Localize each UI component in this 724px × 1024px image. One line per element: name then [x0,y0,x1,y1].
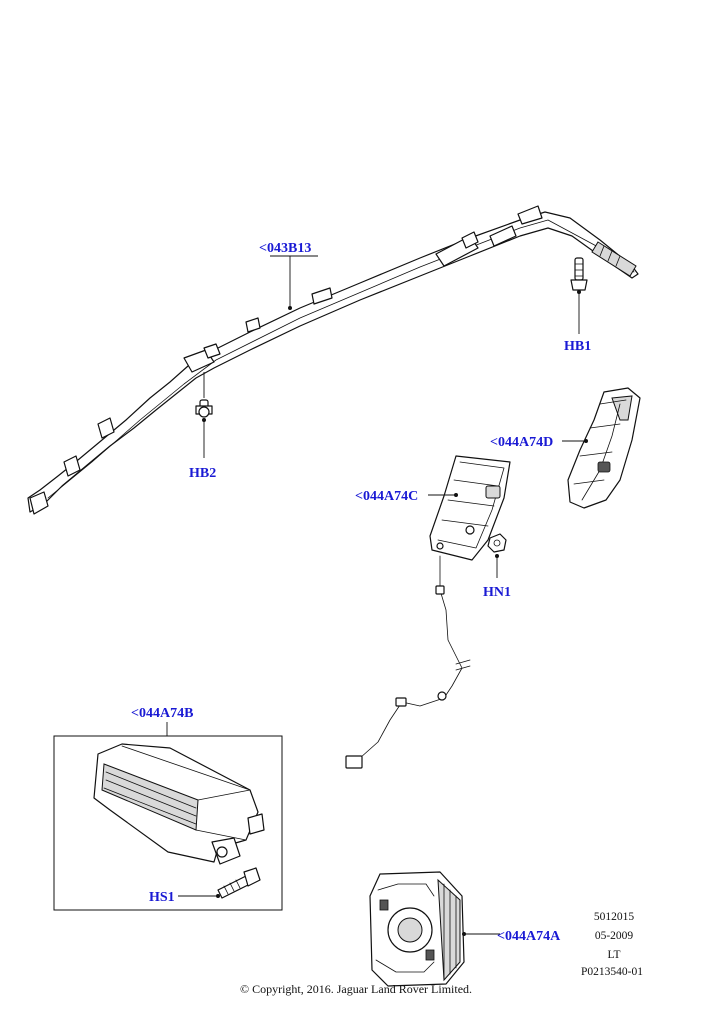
rear-bolt[interactable] [570,257,588,291]
callout-side-airbag-right[interactable]: <044A74D [490,435,553,450]
callout-screw[interactable]: HS1 [149,890,175,905]
reference-date: 05-2009 [595,930,634,942]
illustration-id: P0213540-01 [581,966,643,978]
nut[interactable] [487,533,507,553]
callout-driver-airbag[interactable]: <044A74A [497,929,561,944]
callout-side-airbag-left[interactable]: <044A74C [355,489,418,504]
callout-front-bolt[interactable]: HB2 [189,466,216,481]
front-bolt[interactable] [195,399,213,418]
copyright-notice: © Copyright, 2016. Jaguar Land Rover Lim… [240,982,472,996]
reference-block: 5012015 05-2009 LT P0213540-01 [581,911,643,978]
passenger-airbag[interactable] [93,743,265,865]
reference-region: LT [608,949,621,961]
reference-code: 5012015 [594,911,635,923]
passenger-airbag-frame [53,735,283,911]
curtain-airbag[interactable] [27,205,639,515]
callout-nut[interactable]: HN1 [483,585,511,600]
side-airbag-right[interactable] [567,387,641,509]
callout-passenger-airbag[interactable]: <044A74B [131,706,193,721]
curtain-airbag-leader [270,255,318,310]
callout-rear-bolt[interactable]: HB1 [564,339,591,354]
driver-airbag[interactable] [369,871,465,987]
side-airbag-left[interactable] [429,455,511,561]
callout-curtain-airbag[interactable]: <043B13 [259,241,311,256]
side-airbag-harness [345,555,471,769]
screw[interactable] [217,867,261,899]
